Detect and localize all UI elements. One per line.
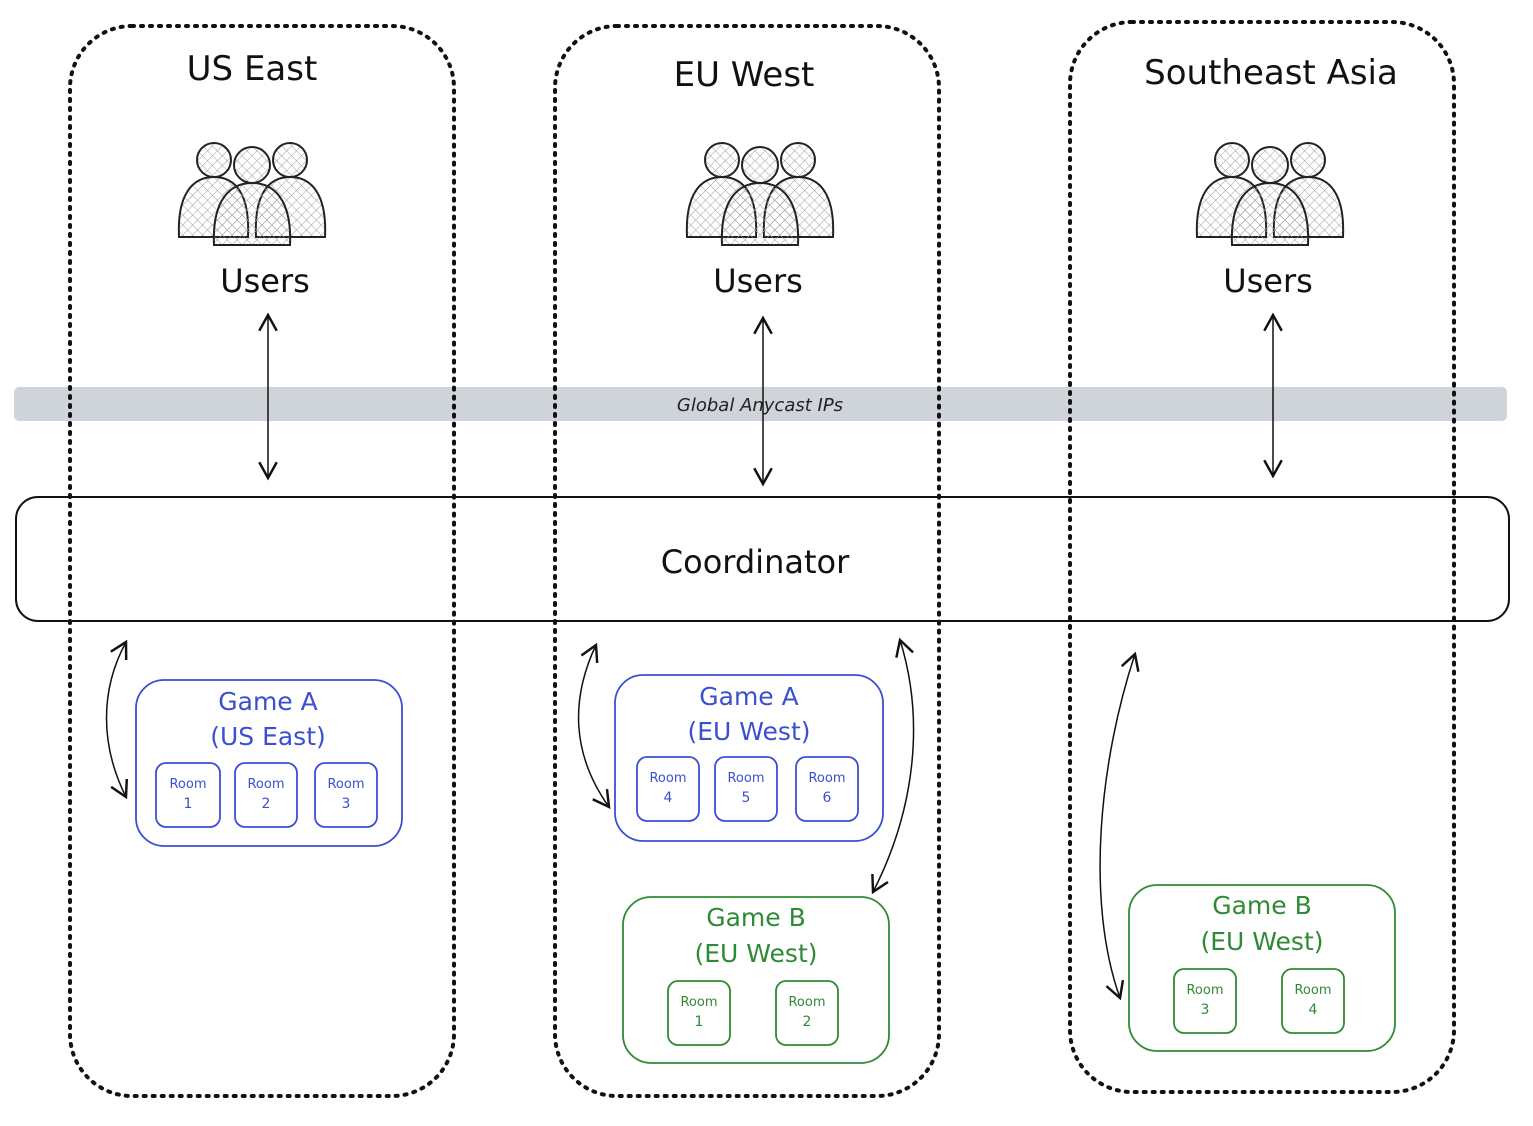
coordinator-label: Coordinator [661, 543, 850, 581]
region-title-us-east: US East [187, 49, 318, 89]
region-frame-southeast-asia [1068, 20, 1456, 1094]
users-group-icon [177, 142, 327, 246]
game-box: Game B (EU West) Room 1 Room 2 [622, 896, 890, 1064]
room-box [775, 980, 839, 1046]
room-number: 4 [1309, 1002, 1318, 1018]
room-number: 4 [664, 790, 673, 806]
region-title-eu-west: EU West [674, 55, 815, 95]
room-box [1173, 968, 1237, 1034]
users-label-southeast-asia: Users [1223, 262, 1313, 300]
game-region: (EU West) [694, 939, 817, 968]
region-title-southeast-asia: Southeast Asia [1144, 53, 1398, 93]
room-label: Room [247, 777, 284, 792]
room-box [234, 762, 298, 828]
game-frame [1128, 884, 1396, 1052]
room-label: Room [649, 771, 686, 786]
game-frame [614, 674, 884, 842]
room-box [1281, 968, 1345, 1034]
room-label: Room [1186, 983, 1223, 998]
room-box [714, 756, 778, 822]
room-label: Room [788, 995, 825, 1010]
game-region: (EU West) [1200, 927, 1323, 956]
users-group-icon [685, 142, 835, 246]
game-box: Game A (EU West) Room 4 Room 5 Room 6 [614, 674, 884, 842]
game-title: Game B [1212, 891, 1312, 920]
room-box [314, 762, 378, 828]
game-title: Game A [218, 687, 317, 716]
game-box: Game A (US East) Room 1 Room 2 Room 3 [135, 679, 403, 847]
room-box [636, 756, 700, 822]
room-box [155, 762, 221, 828]
users-label-eu-west: Users [713, 262, 803, 300]
coordinator-game-arrow [1099, 651, 1140, 1001]
coordinator-game-arrow [105, 639, 129, 800]
room-box [667, 980, 731, 1046]
room-number: 2 [262, 796, 271, 812]
users-label-us-east: Users [220, 262, 310, 300]
game-region: (US East) [210, 722, 326, 751]
coordinator-box [15, 496, 1510, 622]
room-label: Room [327, 777, 364, 792]
room-number: 2 [803, 1014, 812, 1030]
room-box [795, 756, 859, 822]
game-region: (EU West) [687, 717, 810, 746]
room-label: Room [808, 771, 845, 786]
room-label: Room [1294, 983, 1331, 998]
region-frame-eu-west [553, 24, 941, 1098]
room-number: 5 [742, 790, 751, 806]
room-number: 3 [342, 796, 351, 812]
room-number: 6 [823, 790, 832, 806]
users-group-icon [1195, 142, 1345, 246]
region-frame-us-east [68, 24, 456, 1098]
room-number: 3 [1201, 1002, 1210, 1018]
coordinator-game-arrow [577, 642, 611, 810]
game-box: Game B (EU West) Room 3 Room 4 [1128, 884, 1396, 1052]
room-number: 1 [184, 796, 193, 812]
game-frame [135, 679, 403, 847]
room-label: Room [727, 771, 764, 786]
game-frame [622, 896, 890, 1064]
game-title: Game A [699, 682, 798, 711]
game-title: Game B [706, 903, 806, 932]
room-number: 1 [695, 1014, 704, 1030]
coordinator-game-arrow [871, 637, 915, 895]
room-label: Room [680, 995, 717, 1010]
room-label: Room [169, 777, 206, 792]
anycast-label: Global Anycast IPs [677, 395, 843, 416]
